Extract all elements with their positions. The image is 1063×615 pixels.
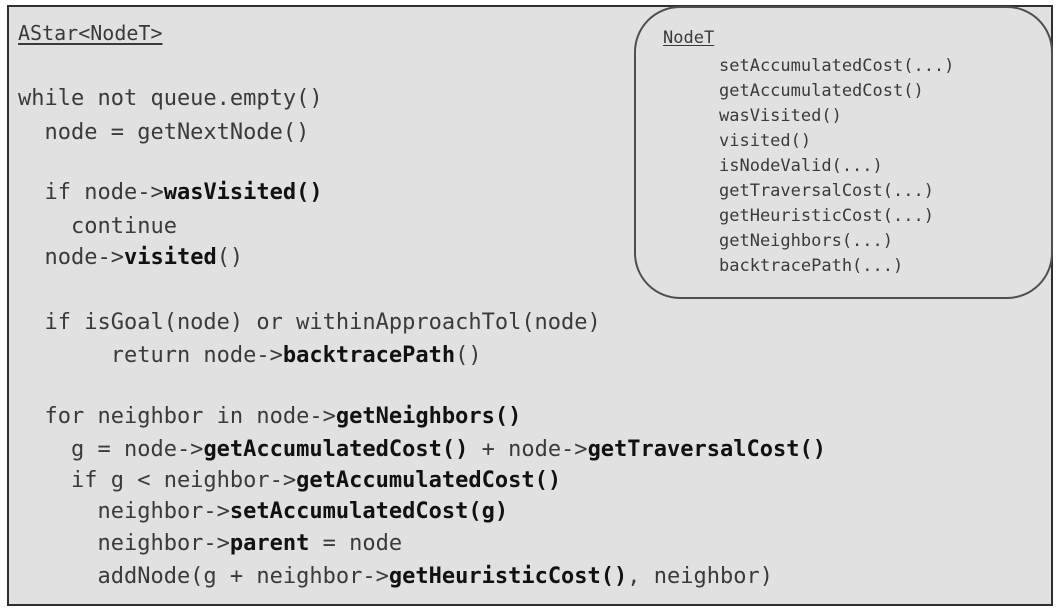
code-text: if g < neighbor-> xyxy=(18,468,297,493)
code-method-call: wasVisited() xyxy=(163,180,323,205)
method-item: getTraversalCost(...) xyxy=(719,181,934,201)
method-item: getHeuristicCost(...) xyxy=(719,206,934,226)
code-text: neighbor-> xyxy=(18,499,230,524)
code-text: () xyxy=(455,343,482,368)
code-method-call: backtracePath xyxy=(282,343,456,368)
code-method-call: getTraversalCost() xyxy=(587,437,826,462)
code-line: if node->wasVisited() xyxy=(18,180,323,206)
code-method-call: getNeighbors() xyxy=(335,404,522,429)
code-text: = node xyxy=(309,531,403,556)
code-text: node-> xyxy=(18,245,124,270)
nodet-title: NodeT xyxy=(663,28,715,48)
method-item: wasVisited() xyxy=(719,106,842,126)
code-method-call: parent xyxy=(229,531,310,556)
code-method-call: getHeuristicCost() xyxy=(388,564,628,589)
method-item: backtracePath(...) xyxy=(719,256,904,276)
astar-pseudocode-panel: AStar<NodeT> while not queue.empty() nod… xyxy=(7,5,1053,606)
code-line: node = getNextNode() xyxy=(18,120,309,146)
code-text: neighbor-> xyxy=(18,531,230,556)
code-text: node = getNextNode() xyxy=(18,120,310,145)
code-text: return node-> xyxy=(18,343,283,368)
astar-class-title: AStar<NodeT> xyxy=(18,21,163,45)
code-text: + node-> xyxy=(468,437,588,462)
code-text: () xyxy=(216,245,244,270)
code-line: neighbor->setAccumulatedCost(g) xyxy=(18,499,508,525)
code-method-call: getAccumulatedCost() xyxy=(203,437,469,462)
code-line: return node->backtracePath() xyxy=(18,343,482,369)
nodet-interface-box: NodeT setAccumulatedCost(...) getAccumul… xyxy=(634,6,1053,299)
code-text: continue xyxy=(18,214,177,239)
code-text: while not queue.empty() xyxy=(18,86,323,111)
code-method-call: getAccumulatedCost() xyxy=(296,468,562,493)
method-item: getNeighbors(...) xyxy=(719,231,893,251)
code-line: if isGoal(node) or withinApproachTol(nod… xyxy=(18,310,601,336)
code-method-call: setAccumulatedCost(g) xyxy=(229,499,509,524)
code-line: addNode(g + neighbor->getHeuristicCost()… xyxy=(18,564,773,590)
code-line: for neighbor in node->getNeighbors() xyxy=(18,404,521,430)
code-text: g = node-> xyxy=(18,437,204,462)
code-line: if g < neighbor->getAccumulatedCost() xyxy=(18,468,561,494)
code-line: neighbor->parent = node xyxy=(18,531,402,557)
code-text: if node-> xyxy=(18,180,164,205)
method-item: visited() xyxy=(719,131,812,151)
code-text: addNode(g + neighbor-> xyxy=(18,564,389,589)
code-line: continue xyxy=(18,214,177,240)
code-line: g = node->getAccumulatedCost() + node->g… xyxy=(18,437,826,463)
code-text: if isGoal(node) or withinApproachTol(nod… xyxy=(18,310,601,335)
method-item: setAccumulatedCost(...) xyxy=(719,56,955,76)
method-item: isNodeValid(...) xyxy=(719,156,883,176)
code-text: for neighbor in node-> xyxy=(18,404,336,429)
method-item: getAccumulatedCost() xyxy=(719,81,924,101)
code-method-call: visited xyxy=(123,245,217,270)
code-line: while not queue.empty() xyxy=(18,86,323,112)
code-line: node->visited() xyxy=(18,245,243,271)
code-text: , neighbor) xyxy=(627,564,773,589)
